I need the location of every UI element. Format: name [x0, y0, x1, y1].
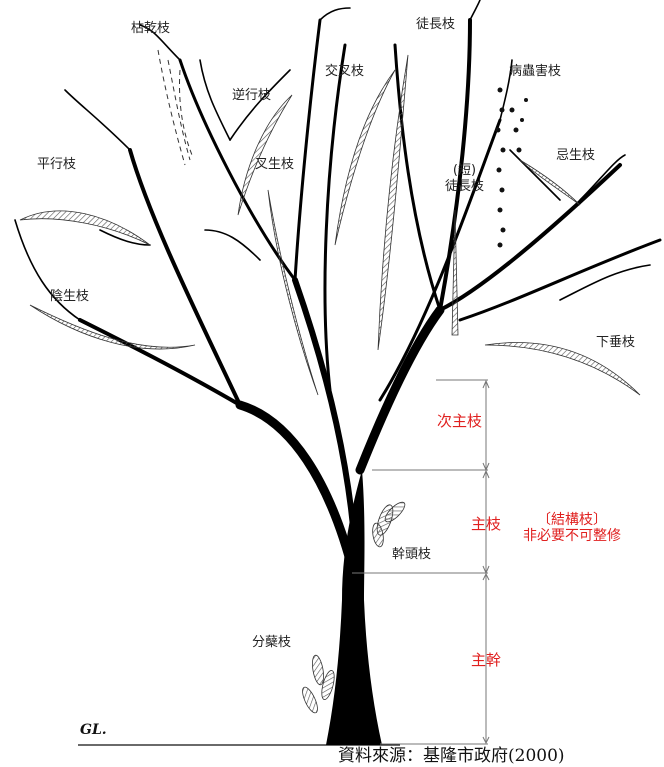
short-water-sprout-label: (短) 徒長枝	[445, 163, 484, 195]
main-branch-label: 主枝	[471, 515, 502, 533]
diseased-branch-label: 病蟲害枝	[509, 64, 562, 79]
secondary-main-branch-label: 次主枝	[437, 412, 483, 430]
drooping-branch-label: 下垂枝	[596, 335, 636, 350]
reverse-branch-label: 逆行枝	[232, 88, 272, 103]
taboo-branch-label: 忌生枝	[556, 148, 596, 163]
source-caption: 資料來源：基隆市政府(2000)	[338, 746, 565, 766]
sprout-leaves	[302, 501, 406, 714]
dead-branch-label: 枯乾枝	[131, 21, 171, 36]
structural-note-line1: 〔結構枝〕	[537, 512, 607, 528]
water-sprout-label: 徒長枝	[416, 17, 456, 32]
scaffold-branches	[78, 18, 662, 580]
diseased-branch-dots	[495, 87, 528, 248]
sucker-label: 分蘖枝	[252, 635, 292, 650]
ground-level-label: GL.	[80, 722, 107, 738]
fork-branch-label: 叉生枝	[255, 157, 295, 172]
dead-branch-dashes	[157, 49, 193, 166]
structural-note-line2: 非必要不可整修	[523, 528, 621, 544]
trunk-sprout-label: 幹頭枝	[392, 547, 432, 562]
main-trunk-label: 主幹	[471, 651, 502, 669]
short-water-sprout-line1: (短)	[452, 163, 477, 178]
main-trunk-shape	[326, 470, 382, 745]
shade-branch-label: 陰生枝	[50, 289, 90, 304]
short-water-sprout-line2: 徒長枝	[445, 179, 485, 194]
parallel-branch-label: 平行枝	[37, 157, 77, 172]
cross-branch-label: 交叉枝	[325, 64, 365, 79]
hatched-branches	[19, 54, 641, 396]
dimension-lines	[352, 379, 490, 745]
structural-branch-note: 〔結構枝〕 非必要不可整修	[523, 512, 621, 544]
twigs	[14, 0, 651, 321]
